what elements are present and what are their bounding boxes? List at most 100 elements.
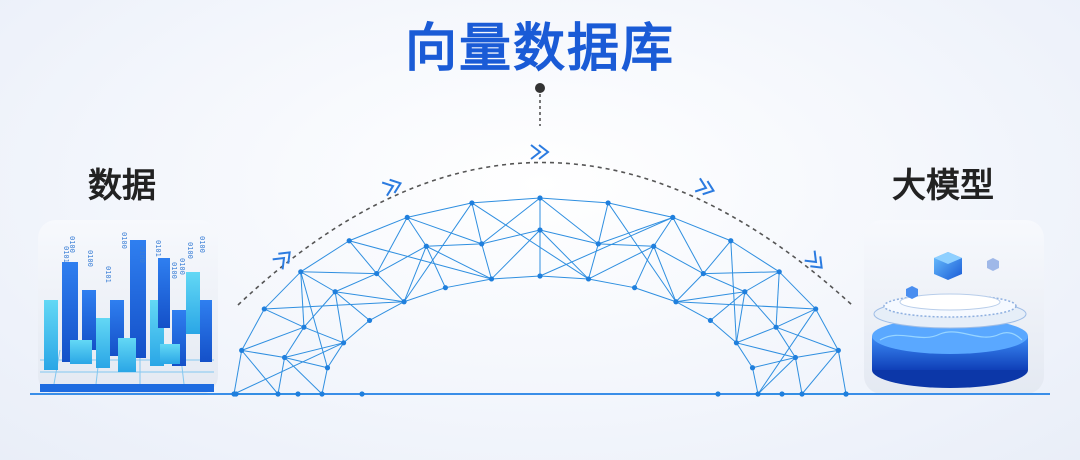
mesh-edge [794, 357, 803, 395]
mesh-edge [303, 291, 336, 328]
llm-label: 大模型 [892, 166, 994, 206]
mesh-edge [491, 275, 541, 280]
cube-icon [987, 258, 999, 271]
mesh-edge [403, 202, 473, 303]
mesh-node [239, 347, 245, 353]
mesh-edge [598, 216, 673, 245]
page-title: 向量数据库 [404, 19, 675, 79]
mesh-node [792, 354, 799, 361]
mesh-node [442, 285, 449, 291]
mesh-edge [284, 357, 328, 369]
mesh-node [261, 306, 267, 312]
mesh-edge [703, 271, 780, 275]
mesh-edge [241, 349, 285, 358]
mesh-node [595, 241, 601, 247]
mesh-node [301, 324, 307, 330]
mesh-node [319, 391, 325, 397]
mesh-edge [775, 271, 780, 328]
binary-text: 0101 [104, 266, 112, 283]
mesh-edge [407, 216, 482, 245]
mesh-edge [801, 350, 839, 395]
mesh-edge [425, 246, 446, 288]
chevron-icon [381, 178, 403, 197]
mesh-edge [471, 197, 541, 204]
mesh-node [670, 214, 676, 221]
mesh-edge [264, 301, 405, 310]
mesh-edge [744, 271, 780, 293]
mesh-node [585, 276, 592, 282]
mesh-edge [263, 271, 302, 310]
mesh-edge [376, 273, 405, 303]
mesh-node [275, 391, 281, 397]
mesh-edge [335, 291, 405, 303]
mesh-edge [233, 342, 344, 395]
mesh-edge [634, 287, 677, 303]
mesh-node [231, 391, 237, 397]
mesh-edge [634, 246, 655, 288]
binary-text: 0100 [186, 242, 194, 259]
mesh-edge [403, 246, 427, 302]
mesh-edge [778, 271, 817, 310]
mesh-edge [334, 291, 370, 321]
mesh-edge [327, 342, 345, 369]
mesh-edge [757, 357, 796, 395]
mesh-edge [481, 197, 541, 245]
mesh-edge [710, 291, 746, 321]
mesh-edge [334, 291, 345, 343]
llm-illustration [872, 252, 1028, 388]
mesh-edge [348, 240, 378, 274]
mesh-edge [837, 350, 847, 395]
mesh-node [401, 299, 407, 305]
chevron-icon [272, 251, 291, 270]
mesh-edge [539, 229, 589, 280]
mesh-edge [607, 202, 673, 218]
mesh-edge [672, 216, 731, 242]
mesh-node [733, 340, 740, 346]
mesh-node [537, 227, 543, 233]
mesh-edge [426, 245, 492, 280]
mesh-edge [284, 342, 344, 358]
mesh-node [843, 391, 849, 397]
mesh-node [651, 243, 657, 249]
chevron-icon [530, 144, 550, 160]
mesh-edge [481, 243, 492, 280]
mesh-edge [481, 229, 541, 245]
chevron-icon [804, 250, 823, 269]
mesh-node [374, 270, 380, 277]
mesh-edge [795, 349, 839, 358]
mesh-edge [598, 243, 654, 247]
mesh-edge [284, 326, 305, 358]
mesh-node [298, 269, 304, 275]
mesh-edge [703, 273, 746, 293]
mesh-edge [539, 197, 599, 245]
mesh-edge [757, 308, 817, 395]
mesh-node [835, 347, 841, 353]
mesh-edge [300, 240, 350, 273]
mesh-edge [241, 308, 265, 351]
mesh-edge [303, 326, 344, 344]
mesh-edge [710, 320, 737, 344]
mesh-edge [407, 202, 473, 218]
mesh-node [324, 365, 331, 371]
mesh-edge [369, 301, 405, 321]
mesh-edge [264, 308, 305, 328]
mesh-edge [241, 326, 305, 351]
mesh-node [479, 241, 485, 247]
cube-icon [906, 286, 918, 299]
mesh-node [755, 391, 761, 397]
mesh-node [404, 214, 410, 221]
mesh-node [779, 391, 785, 397]
mesh-edge [300, 271, 328, 368]
mesh-edge [702, 240, 732, 274]
flow-arc [237, 161, 853, 306]
mesh-edge [752, 367, 759, 395]
mesh-node [799, 391, 805, 397]
binary-text: 0100 [198, 236, 206, 253]
chevron-icon [694, 177, 716, 196]
mesh-node [537, 273, 543, 279]
mesh-edge [445, 278, 492, 289]
anchor-dot [535, 83, 545, 93]
data-label: 数据 [88, 166, 156, 206]
mesh-edge [539, 229, 599, 245]
mesh-edge [815, 308, 839, 351]
